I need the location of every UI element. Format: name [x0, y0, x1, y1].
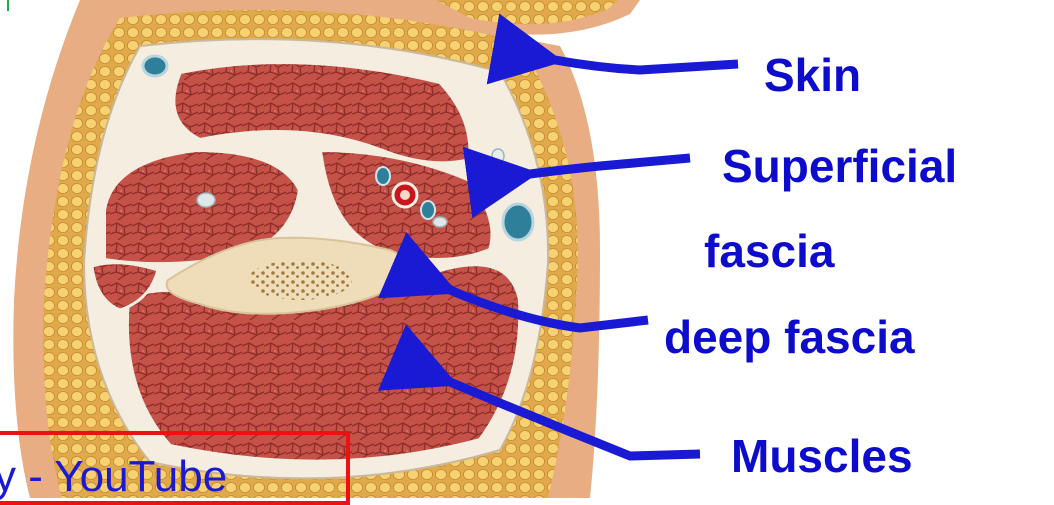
- label-superficial-fascia-line1: Superficial: [722, 143, 957, 189]
- artery-lumen: [400, 190, 410, 200]
- youtube-watermark-text: y - YouTube: [0, 455, 227, 499]
- cutaneous-nerve-icon: [492, 149, 504, 163]
- small-vessel-icon: [197, 193, 215, 207]
- youtube-watermark-box: y - YouTube: [0, 431, 350, 505]
- label-skin: Skin: [764, 52, 861, 98]
- slide-corner-mark: [7, 0, 9, 11]
- label-deep-fascia: deep fascia: [664, 314, 915, 360]
- arrow-skin: [555, 60, 738, 70]
- nerve-icon: [433, 217, 447, 227]
- label-superficial-fascia-line2: fascia: [704, 228, 834, 274]
- vein-icon: [376, 167, 390, 185]
- label-muscles: Muscles: [731, 433, 913, 479]
- bone-marrow: [248, 260, 352, 300]
- superficial-vein-icon: [143, 56, 167, 76]
- superficial-vein-icon: [503, 204, 533, 240]
- vein-icon: [421, 201, 435, 219]
